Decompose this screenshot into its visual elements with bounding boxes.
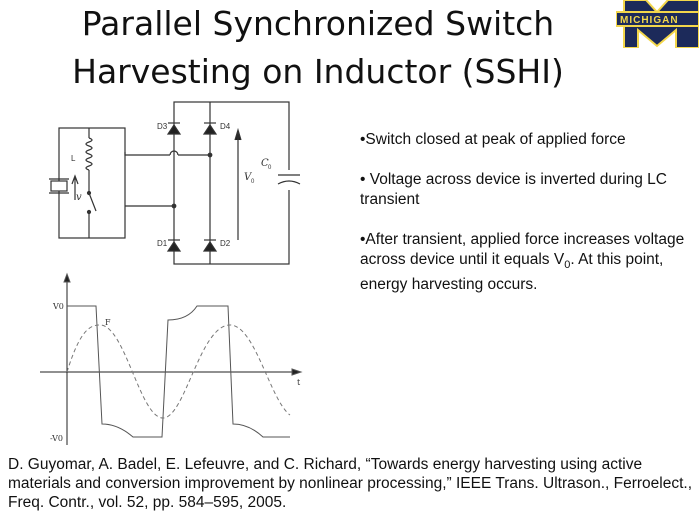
- voltage-v-label: v: [76, 192, 82, 203]
- v0-label: V0: [52, 302, 64, 311]
- diode-d2-label: D2: [220, 239, 231, 248]
- bullet-list: •Switch closed at peak of applied force …: [360, 130, 690, 315]
- diode-d3-label: D3: [157, 122, 168, 131]
- neg-v0-label: -V0: [50, 434, 63, 443]
- time-label: t: [297, 378, 301, 387]
- svg-text:MICHIGAN: MICHIGAN: [620, 15, 679, 26]
- voltage-waveform-plot: V0 -V0 F t: [40, 272, 303, 445]
- vo-sub: 0: [251, 179, 255, 185]
- inductor-label: L: [71, 154, 76, 163]
- michigan-logo: MICHIGAN: [616, 0, 699, 48]
- diode-d1-label: D1: [157, 239, 168, 248]
- bullet-2: • Voltage across device is inverted duri…: [360, 171, 667, 208]
- sshi-circuit-diagram: D3 D4 D1 D2 L v V 0 C 0: [49, 101, 301, 265]
- force-label: F: [105, 318, 111, 327]
- vo-label: V: [244, 172, 253, 183]
- citation: D. Guyomar, A. Badel, E. Lefeuvre, and C…: [8, 456, 693, 511]
- slide-title: Parallel Synchronized Switch Harvesting …: [72, 4, 564, 91]
- bullet-1: •Switch closed at peak of applied force: [360, 131, 626, 148]
- co-sub: 0: [268, 165, 272, 171]
- diode-d4-label: D4: [220, 122, 231, 131]
- co-label: C: [261, 158, 269, 169]
- bullet-3: •After transient, applied force increase…: [360, 231, 685, 294]
